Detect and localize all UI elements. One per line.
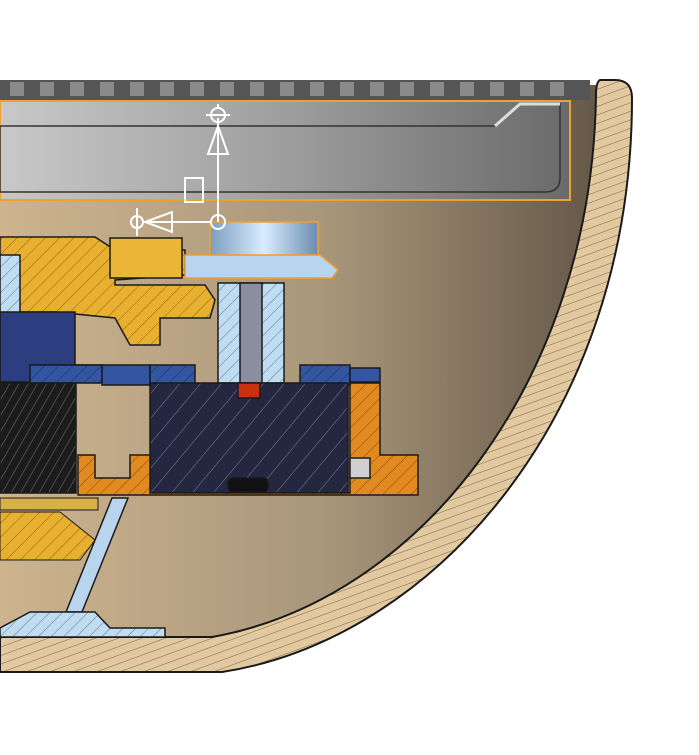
move-arrow-left-icon[interactable] (142, 210, 173, 234)
top-grille[interactable] (0, 80, 590, 100)
light-blue-plate[interactable] (0, 221, 340, 384)
orange-bracket[interactable] (77, 382, 419, 496)
gizmo-origin-icon[interactable] (210, 214, 226, 230)
move-arrow-up-icon[interactable] (206, 123, 230, 155)
blue-strut[interactable] (0, 497, 166, 638)
gray-tray-selected[interactable] (0, 100, 571, 201)
enclosure-shell[interactable] (0, 79, 634, 673)
circuit-board[interactable] (0, 497, 99, 561)
yellow-bracket[interactable] (0, 236, 216, 346)
navy-battery-block[interactable] (0, 382, 349, 494)
plane-handle-icon[interactable] (184, 177, 204, 203)
move-gizmo[interactable] (130, 104, 230, 236)
